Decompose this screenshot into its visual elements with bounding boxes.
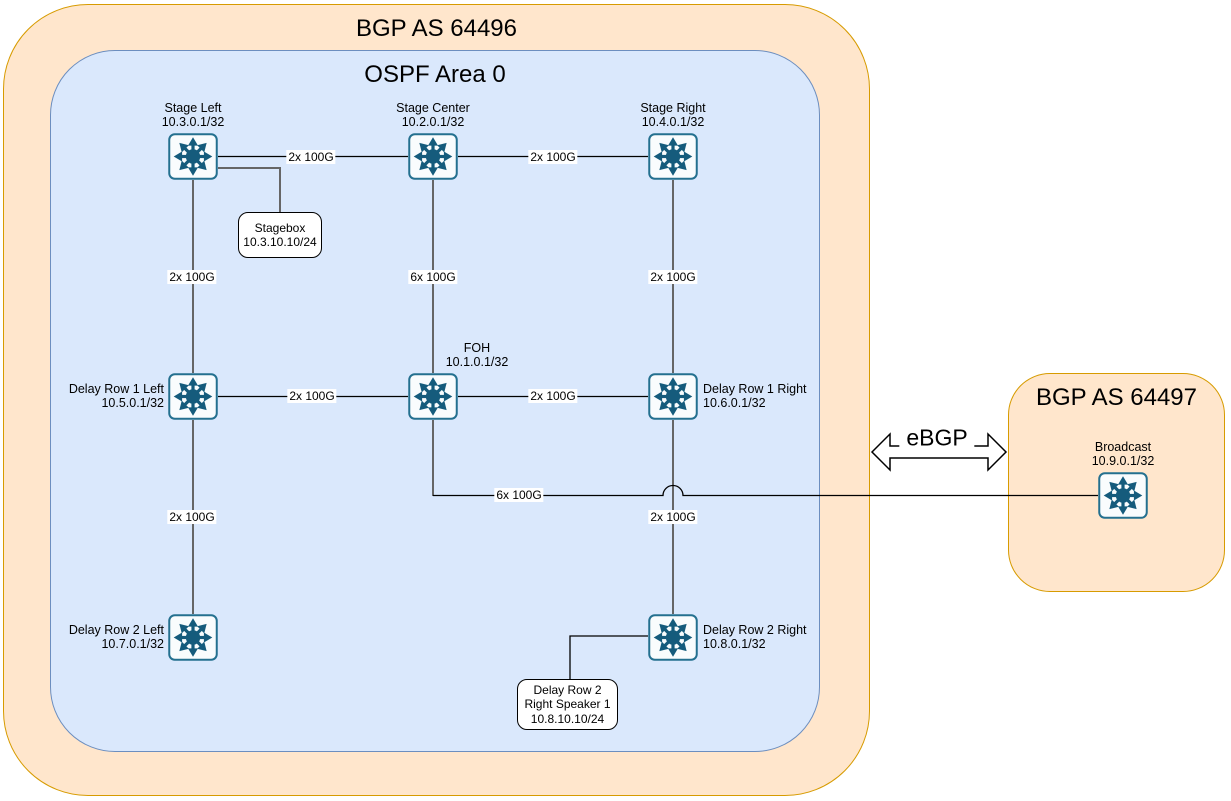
router-icon-broadcast xyxy=(1098,472,1148,519)
link-label-foh-broadcast: 6x 100G xyxy=(494,488,544,502)
stagebox-host: Stagebox 10.3.10.10/24 xyxy=(238,212,322,258)
router-icon-stage-left xyxy=(168,133,218,180)
router-icon-delay-row-1-right xyxy=(648,373,698,420)
delay-row-2-speaker-host: Delay Row 2 Right Speaker 1 10.8.10.10/2… xyxy=(517,679,618,730)
link-label-stageleft-stagecenter: 2x 100G xyxy=(286,150,336,164)
ebgp-label: eBGP xyxy=(899,424,975,452)
router-icon-delay-row-2-right xyxy=(648,614,698,661)
link-label-stagecenter-stageright: 2x 100G xyxy=(528,150,578,164)
router-icon-foh xyxy=(408,373,458,420)
link-label-stagecenter-foh: 6x 100G xyxy=(408,270,458,284)
router-icon-delay-row-2-left xyxy=(168,614,218,661)
link-label-dr1left-foh: 2x 100G xyxy=(287,389,337,403)
link-label-dr1right-dr2right: 2x 100G xyxy=(648,510,698,524)
link-label-stageright-dr1right: 2x 100G xyxy=(648,270,698,284)
router-icon-stage-right xyxy=(648,133,698,180)
ospf-area-0-title: OSPF Area 0 xyxy=(364,61,506,88)
bgp-as-64496-title: BGP AS 64496 xyxy=(355,15,517,42)
router-icon-delay-row-1-left xyxy=(168,373,218,420)
link-label-stageleft-dr1left: 2x 100G xyxy=(167,270,217,284)
router-icon-stage-center xyxy=(408,133,458,180)
link-label-dr1left-dr2left: 2x 100G xyxy=(167,510,217,524)
bgp-as-64497-title: BGP AS 64497 xyxy=(1035,384,1197,411)
link-label-foh-dr1right: 2x 100G xyxy=(528,389,578,403)
